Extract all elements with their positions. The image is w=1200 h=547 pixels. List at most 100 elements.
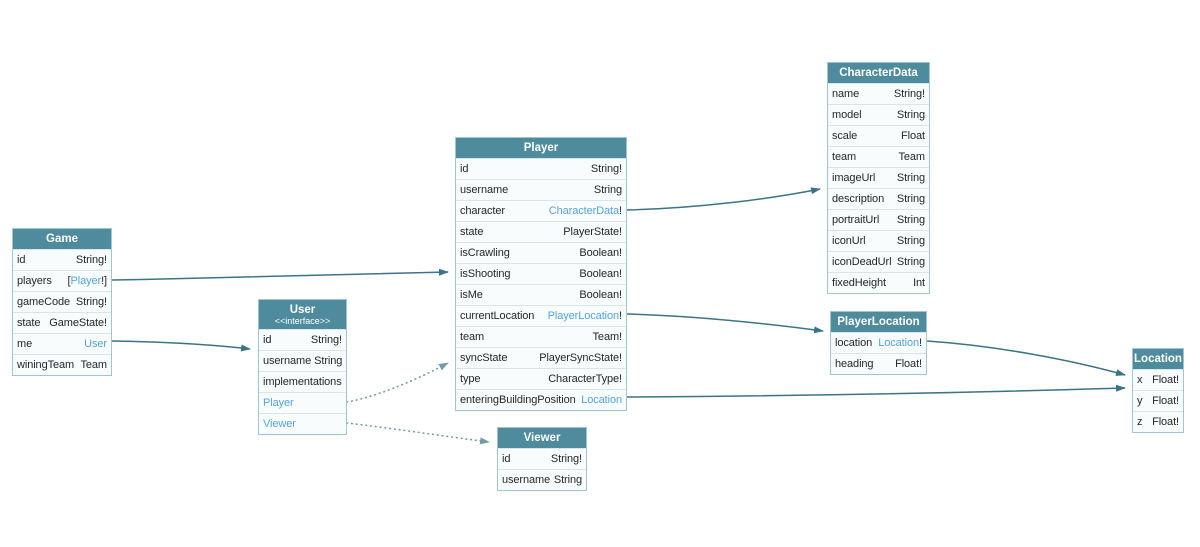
field-type: Boolean! [579, 289, 622, 301]
field-row-characterdata-description[interactable]: description String [828, 188, 929, 209]
field-type: [Player!] [67, 275, 108, 287]
type-text: String [896, 109, 925, 121]
edge-user-player-implementation [346, 362, 449, 403]
type-text: Float! [895, 358, 922, 370]
node-title-user[interactable]: User<<interface>> [259, 300, 346, 329]
edge-player-currentlocation-to-playerlocation [626, 313, 824, 334]
field-row-location-z[interactable]: z Float! [1133, 411, 1183, 432]
field-row-characterdata-iconUrl[interactable]: iconUrl String [828, 230, 929, 251]
field-name: winingTeam [17, 359, 75, 371]
type-text: GameState! [49, 317, 107, 329]
field-name: fixedHeight [832, 277, 886, 289]
field-row-user-Player[interactable]: Player [259, 392, 346, 413]
type-text: ! [619, 310, 622, 322]
field-type: String [554, 474, 582, 486]
field-type: String [897, 214, 925, 226]
field-type: Team [899, 151, 926, 163]
field-type: String [897, 172, 925, 184]
field-row-game-me[interactable]: me User [13, 333, 111, 354]
field-name: username [502, 474, 551, 486]
type-text: String [896, 193, 925, 205]
field-name: state [460, 226, 484, 238]
type-text: [ [67, 275, 71, 287]
type-link[interactable]: Location [878, 337, 920, 349]
field-name: type [460, 373, 481, 385]
field-name: implementations [263, 376, 342, 388]
field-row-user-implementations[interactable]: implementations [259, 371, 346, 392]
field-type: CharacterData! [549, 205, 622, 217]
field-row-player-state[interactable]: state PlayerState! [456, 221, 626, 242]
type-link[interactable]: Player [70, 275, 102, 287]
field-name: iconUrl [832, 235, 866, 247]
field-name: description [832, 193, 885, 205]
node-title-game[interactable]: Game [13, 229, 111, 249]
type-link[interactable]: Location [581, 394, 622, 406]
type-link[interactable]: CharacterData [548, 205, 620, 217]
edge-user-viewer-implementation [346, 422, 490, 445]
field-type: String [897, 109, 925, 121]
node-title-location[interactable]: Location [1133, 349, 1183, 369]
node-title-text: CharacterData [839, 67, 918, 79]
field-row-viewer-id[interactable]: id String! [498, 448, 586, 469]
type-text: !] [101, 275, 107, 287]
type-text: String! [893, 88, 925, 100]
node-title-playerlocation[interactable]: PlayerLocation [831, 312, 926, 332]
field-name: gameCode [17, 296, 71, 308]
type-text: String [896, 235, 925, 247]
implementation-link[interactable]: Player [263, 397, 294, 409]
type-text: String! [550, 453, 582, 465]
implementation-link[interactable]: Viewer [263, 418, 296, 430]
field-type: Float! [1152, 416, 1179, 428]
node-title-characterdata[interactable]: CharacterData [828, 63, 929, 83]
field-row-game-players[interactable]: players[Player!] [13, 270, 111, 291]
field-row-user-Viewer[interactable]: Viewer [259, 413, 346, 434]
type-link[interactable]: User [84, 338, 107, 350]
field-name: z [1137, 416, 1143, 428]
node-title-viewer[interactable]: Viewer [498, 428, 586, 448]
field-type: Float [901, 130, 925, 142]
type-text: Boolean! [579, 268, 622, 280]
field-name: id [502, 453, 511, 465]
field-name: me [17, 338, 33, 350]
field-name: username [460, 184, 509, 196]
field-type: String [897, 193, 925, 205]
type-link[interactable]: PlayerLocation [547, 310, 620, 322]
type-text: PlayerState! [563, 226, 622, 238]
field-type: String! [894, 88, 925, 100]
node-title-player[interactable]: Player [456, 138, 626, 158]
field-name: id [17, 254, 26, 266]
